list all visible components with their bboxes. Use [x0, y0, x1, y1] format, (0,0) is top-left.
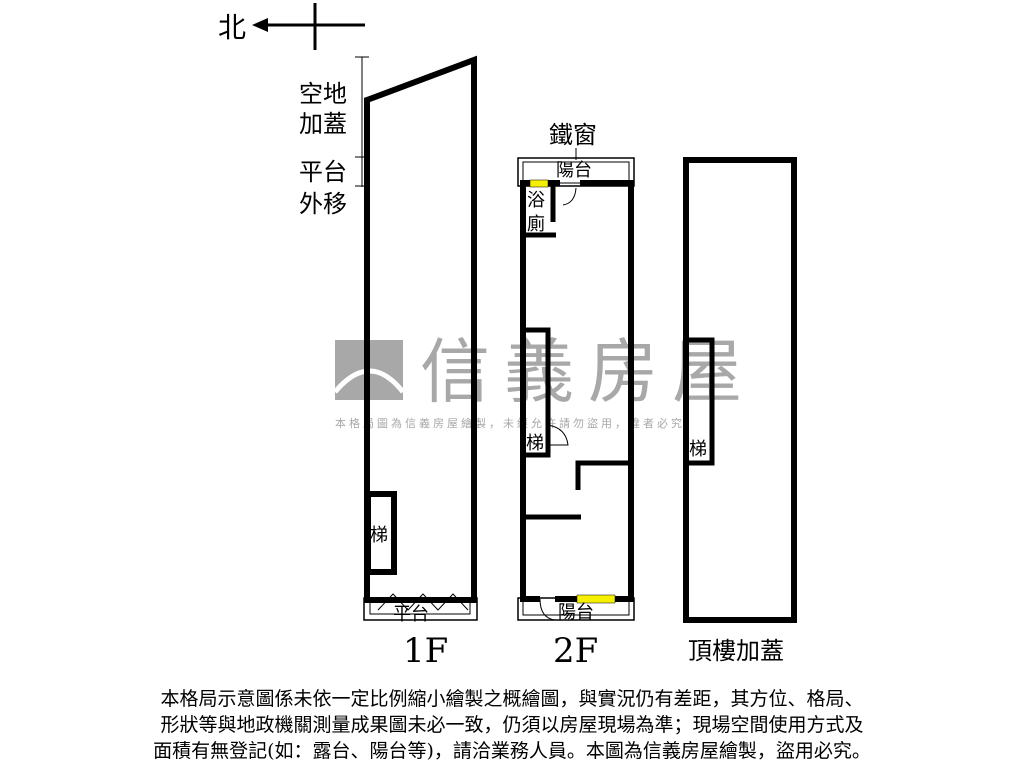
label-platform: 平台	[299, 158, 347, 186]
stair-label-2f: 梯	[526, 433, 544, 454]
disclaimer-line: 形狀等與地政機關測量成果圖未必一致，仍須以房屋現場為準；現場空間使用方式及	[160, 714, 864, 736]
floor-roof: 梯 頂樓加蓋	[683, 157, 797, 665]
floor-1f: 空地 加蓋 平台 外移 梯 平台 1F	[299, 55, 478, 671]
balcony-label-bottom: 陽台	[558, 602, 594, 623]
disclaimer-line: 本格局示意圖係未依一定比例縮小繪製之概繪圖，與實況仍有差距，其方位、格局、	[160, 688, 864, 710]
stair-2f	[523, 327, 551, 458]
label-moved-out: 外移	[299, 190, 347, 218]
iron-window-label: 鐵窗	[549, 121, 597, 149]
floor-2f: 鐵窗 陽台 浴 廁 梯 陽台 2F	[517, 121, 635, 671]
bath-label: 浴	[527, 190, 545, 211]
floor-plan: 信義房屋 本格局圖為信義房屋繪製，未經允許請勿盜用，違者必究 北 空地 加蓋 平…	[218, 3, 797, 671]
floor-title-roof: 頂樓加蓋	[688, 637, 784, 665]
window-icon	[529, 179, 549, 188]
platform-label-1f: 平台	[393, 604, 429, 625]
disclaimer-line: 面積有無登記(如：露台、陽台等)，請洽業務人員。本圖為信義房屋繪製，盜用必究。	[153, 740, 871, 762]
label-vacant-land: 空地	[299, 80, 347, 108]
stair-roof	[686, 337, 715, 466]
label-addition: 加蓋	[299, 110, 347, 138]
watermark-brand: 信義房屋	[420, 331, 756, 413]
north-arrow: 北	[218, 3, 365, 50]
balcony-label-top: 陽台	[556, 160, 592, 181]
disclaimer: 本格局示意圖係未依一定比例縮小繪製之概繪圖，與實況仍有差距，其方位、格局、 形狀…	[0, 686, 1024, 764]
stair-1f	[365, 491, 397, 575]
stair-label-1f: 梯	[370, 525, 388, 546]
toilet-label: 廁	[527, 213, 545, 235]
window-icon	[576, 594, 616, 604]
stair-label-roof: 梯	[689, 439, 707, 460]
north-label: 北	[218, 11, 246, 44]
watermark-notice: 本格局圖為信義房屋繪製，未經允許請勿盜用，違者必究	[335, 416, 685, 430]
floor-title-1f: 1F	[403, 631, 448, 671]
floor-title-2f: 2F	[553, 631, 598, 671]
